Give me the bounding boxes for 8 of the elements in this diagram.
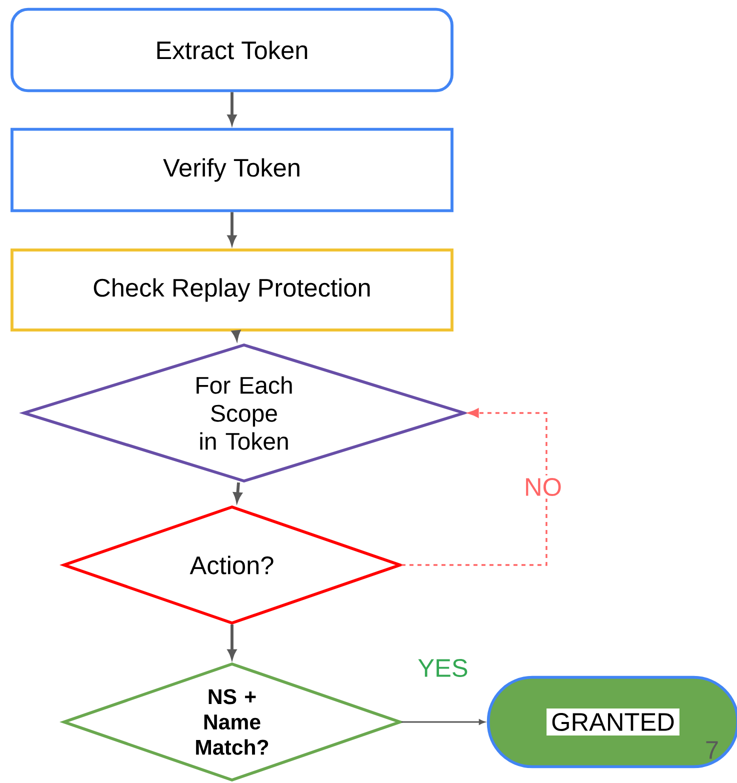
process-box: Check Replay Protection (10, 248, 454, 332)
arrow (401, 719, 485, 725)
process-box: Extract Token (10, 8, 454, 92)
page-number: 7 (706, 741, 718, 759)
edge-label: NO (521, 475, 565, 499)
edge-label: YES (415, 656, 472, 680)
process-box: Verify Token (10, 128, 454, 212)
arrow (401, 408, 548, 566)
